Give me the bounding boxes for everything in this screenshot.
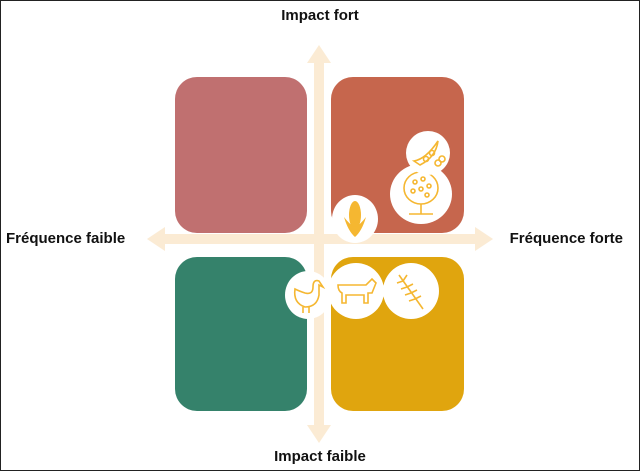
cow-icon xyxy=(328,263,384,319)
arrow-down xyxy=(307,425,331,443)
axis-label-right: Fréquence forte xyxy=(509,230,623,247)
soybean-icon xyxy=(406,131,450,175)
arrow-left xyxy=(147,227,165,251)
quadrant-bottom-left xyxy=(175,257,307,411)
horizontal-axis xyxy=(161,234,479,244)
chicken-icon xyxy=(285,271,331,319)
axis-label-top: Impact fort xyxy=(281,7,359,24)
wheat-icon xyxy=(383,263,439,319)
arrow-up xyxy=(307,45,331,63)
axis-label-left: Fréquence faible xyxy=(6,230,126,247)
quadrant-top-left xyxy=(175,77,307,233)
vertical-axis xyxy=(314,59,324,431)
corn-icon xyxy=(332,195,378,243)
axis-label-bottom: Impact faible xyxy=(274,448,366,465)
arrow-right xyxy=(475,227,493,251)
